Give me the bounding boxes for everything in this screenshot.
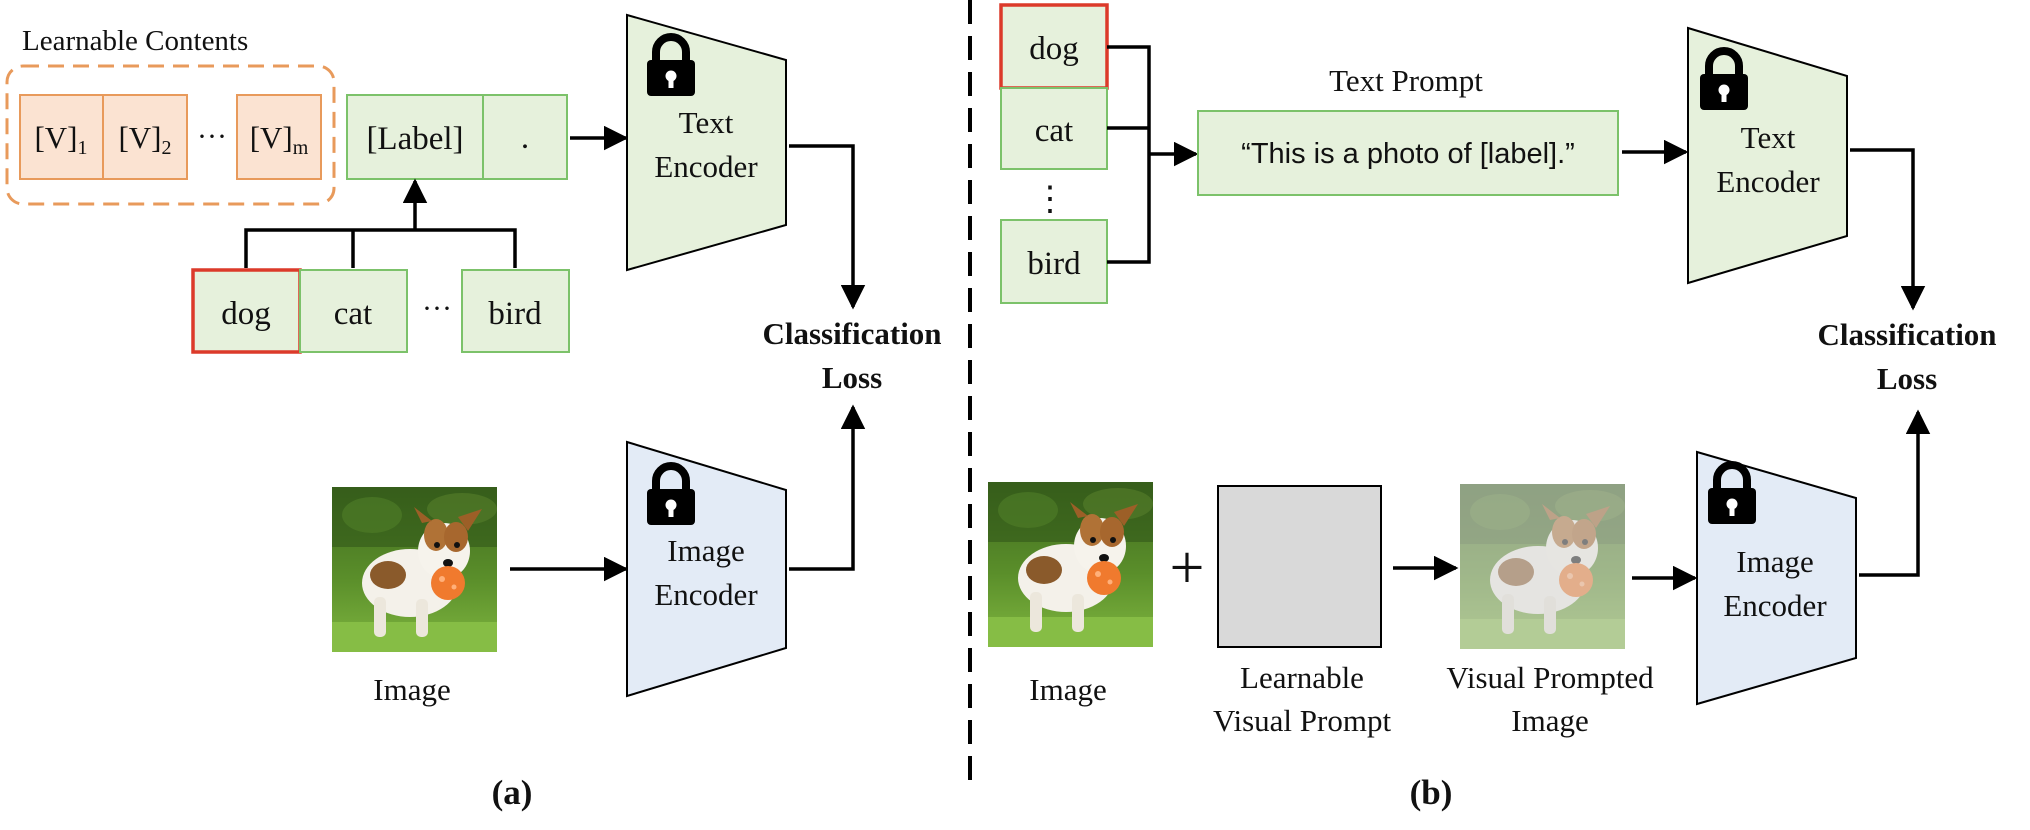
loss-label-a-2: Loss <box>822 360 882 395</box>
svg-text:[V]2: [V]2 <box>118 120 171 159</box>
text-encoder-b: Text Encoder <box>1687 26 1848 285</box>
dog-image-b <box>988 482 1153 647</box>
class-cat-b: cat <box>1000 87 1108 170</box>
arrow-image-encoder-to-loss-b <box>1859 409 1931 577</box>
image-encoder-b: Image Encoder <box>1696 450 1857 706</box>
visual-prompt-caption-2: Visual Prompt <box>1213 703 1392 738</box>
panel-a: Learnable Contents [V]1 [V]2 ··· [V]m [L… <box>5 13 942 812</box>
class-cat-a: cat <box>299 269 408 353</box>
loss-label-b-2: Loss <box>1877 361 1937 396</box>
loss-label-b: Classification <box>1817 317 1996 352</box>
learnable-token-2: [V]2 <box>102 94 188 180</box>
panel-label-b: (b) <box>1410 773 1453 812</box>
text-encoder-a: Text Encoder <box>626 13 787 272</box>
prompted-image-caption: Visual Prompted <box>1446 660 1654 695</box>
period-token: . <box>482 94 568 180</box>
svg-text:Encoder: Encoder <box>1716 164 1820 199</box>
svg-text:cat: cat <box>334 296 372 332</box>
svg-text:bird: bird <box>1027 246 1081 282</box>
class-bird-a: bird <box>461 269 570 353</box>
learnable-visual-prompt <box>1217 485 1382 648</box>
image-caption-b: Image <box>1029 672 1106 707</box>
svg-text:[V]1: [V]1 <box>34 120 87 159</box>
svg-text:.: . <box>521 120 529 156</box>
text-prompt-title: Text Prompt <box>1329 63 1483 98</box>
image-encoder-a: Image Encoder <box>626 440 787 698</box>
svg-text:Image: Image <box>1736 544 1813 579</box>
panel-b: dog cat ⋮ bird Text Prompt “This is a ph… <box>988 3 1997 812</box>
connector-classes-b <box>1107 45 1151 264</box>
dog-image-a <box>332 487 497 652</box>
learnable-contents-title: Learnable Contents <box>22 25 248 57</box>
connector-classes-a <box>244 228 517 268</box>
svg-text:Image: Image <box>667 533 744 568</box>
svg-text:Encoder: Encoder <box>1723 588 1827 623</box>
svg-text:bird: bird <box>488 296 542 332</box>
svg-text:Encoder: Encoder <box>654 149 758 184</box>
svg-text:dog: dog <box>221 296 271 332</box>
panel-label-a: (a) <box>492 773 533 812</box>
arrow-text-encoder-to-loss-a <box>789 144 866 310</box>
text-prompt-box: “This is a photo of [label].” <box>1197 110 1619 196</box>
class-dog-a: dog <box>191 268 302 354</box>
arrow-image-encoder-to-loss-a <box>789 404 866 571</box>
label-token: [Label] <box>346 94 484 180</box>
visual-prompt-caption: Learnable <box>1240 660 1364 695</box>
svg-text:Encoder: Encoder <box>654 577 758 612</box>
svg-text:Text: Text <box>679 105 734 140</box>
token-ellipsis: ··· <box>197 120 227 153</box>
class-ellipsis-a: ··· <box>422 292 452 325</box>
learnable-token-1: [V]1 <box>19 94 104 180</box>
arrow-text-encoder-to-loss-b <box>1850 148 1926 311</box>
learnable-token-m: [V]m <box>236 94 322 180</box>
prompted-image-caption-2: Image <box>1511 703 1588 738</box>
class-bird-b: bird <box>1000 219 1108 304</box>
svg-text:[Label]: [Label] <box>366 121 463 157</box>
svg-text:“This is a photo of [label].”: “This is a photo of [label].” <box>1241 138 1575 170</box>
loss-label-a: Classification <box>762 316 941 351</box>
image-caption-a: Image <box>373 672 450 707</box>
svg-text:cat: cat <box>1035 113 1073 149</box>
class-ellipsis-b: ⋮ <box>1033 181 1067 218</box>
visual-prompted-image <box>1460 484 1625 649</box>
svg-text:[V]m: [V]m <box>250 120 309 159</box>
svg-text:dog: dog <box>1029 31 1079 67</box>
svg-text:Text: Text <box>1741 120 1796 155</box>
class-dog-b: dog <box>999 3 1109 90</box>
plus-sign: + <box>1170 534 1205 602</box>
